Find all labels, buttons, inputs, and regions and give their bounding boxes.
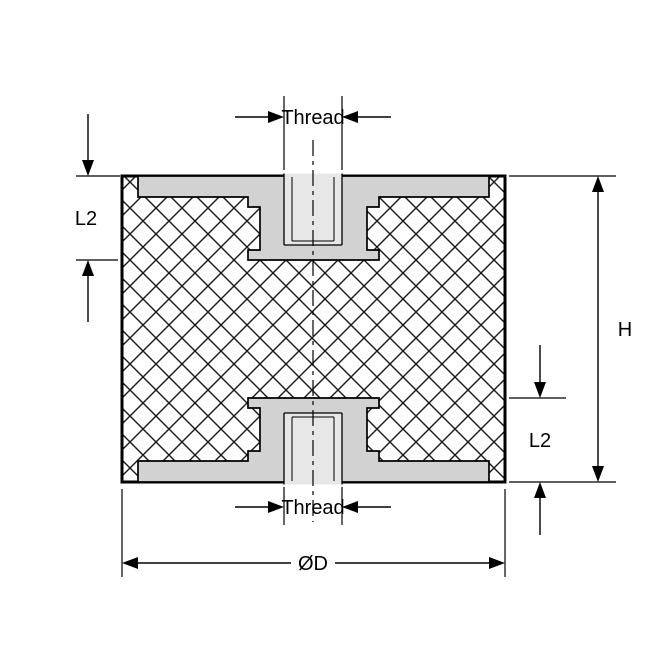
dim-height-right: H bbox=[509, 175, 632, 483]
arrowhead-down-icon bbox=[534, 382, 546, 398]
dim-l2-left: L2 bbox=[75, 114, 120, 322]
arrowhead-right-icon bbox=[268, 111, 284, 123]
thread-bottom-label: Thread bbox=[281, 497, 344, 519]
height-label: H bbox=[618, 319, 632, 341]
dim-thread-bottom: Thread bbox=[235, 487, 391, 525]
arrowhead-down-icon bbox=[592, 466, 604, 482]
arrowhead-right-icon bbox=[489, 557, 505, 569]
arrowhead-left-icon bbox=[122, 557, 138, 569]
arrowhead-up-icon bbox=[592, 176, 604, 192]
dim-thread-top: Thread bbox=[235, 96, 391, 170]
dim-l2-right: L2 bbox=[509, 345, 566, 535]
diameter-label: ØD bbox=[298, 553, 328, 575]
thread-top-label: Thread bbox=[281, 107, 344, 129]
arrowhead-down-icon bbox=[82, 160, 94, 176]
arrowhead-left-icon bbox=[342, 501, 358, 513]
dim-diameter-bottom: ØD bbox=[121, 489, 506, 577]
l2-left-label: L2 bbox=[75, 208, 97, 230]
arrowhead-up-icon bbox=[82, 260, 94, 276]
arrowhead-left-icon bbox=[342, 111, 358, 123]
arrowhead-right-icon bbox=[268, 501, 284, 513]
l2-right-label: L2 bbox=[529, 430, 551, 452]
arrowhead-up-icon bbox=[534, 482, 546, 498]
